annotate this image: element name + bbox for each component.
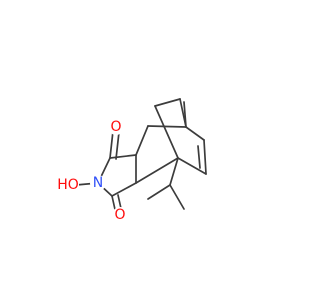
atom-label-hydroxyl: HO — [57, 177, 79, 193]
bond-c-methyl — [183, 101, 187, 128]
molecule-structure-diagram: O HO N O — [57, 98, 207, 223]
atom-label-layer: O HO N O — [57, 119, 128, 223]
bond-c-c — [135, 125, 149, 156]
bond-c-c — [185, 126, 205, 141]
bond-layer — [75, 98, 207, 215]
bond-c-c — [169, 157, 179, 186]
bond-c-c — [154, 98, 181, 107]
atom-hydroxyl-o: HO — [57, 177, 79, 193]
bond-c-c — [135, 157, 179, 184]
bond-c-c — [177, 157, 207, 175]
bond-c-c — [169, 184, 185, 210]
atom-label-imide-n: N — [93, 175, 103, 191]
bond-c-c-double — [203, 139, 207, 175]
atom-label-carbonyl-o-bottom: O — [114, 207, 125, 223]
atom-carbonyl-o-bottom: O — [112, 207, 128, 223]
bond-c-o-double — [115, 131, 120, 160]
atom-imide-n: N — [90, 175, 106, 191]
bond-c-c — [147, 125, 187, 128]
atom-carbonyl-o-top: O — [108, 119, 124, 135]
bond-c-c — [109, 154, 137, 159]
bond-c-o-double — [109, 130, 114, 159]
bond-c-c — [111, 182, 137, 197]
bond-c-c-double — [197, 145, 201, 169]
bond-c-c — [154, 105, 179, 159]
bond-c-c — [147, 184, 171, 200]
atom-label-carbonyl-o-top: O — [110, 119, 121, 135]
